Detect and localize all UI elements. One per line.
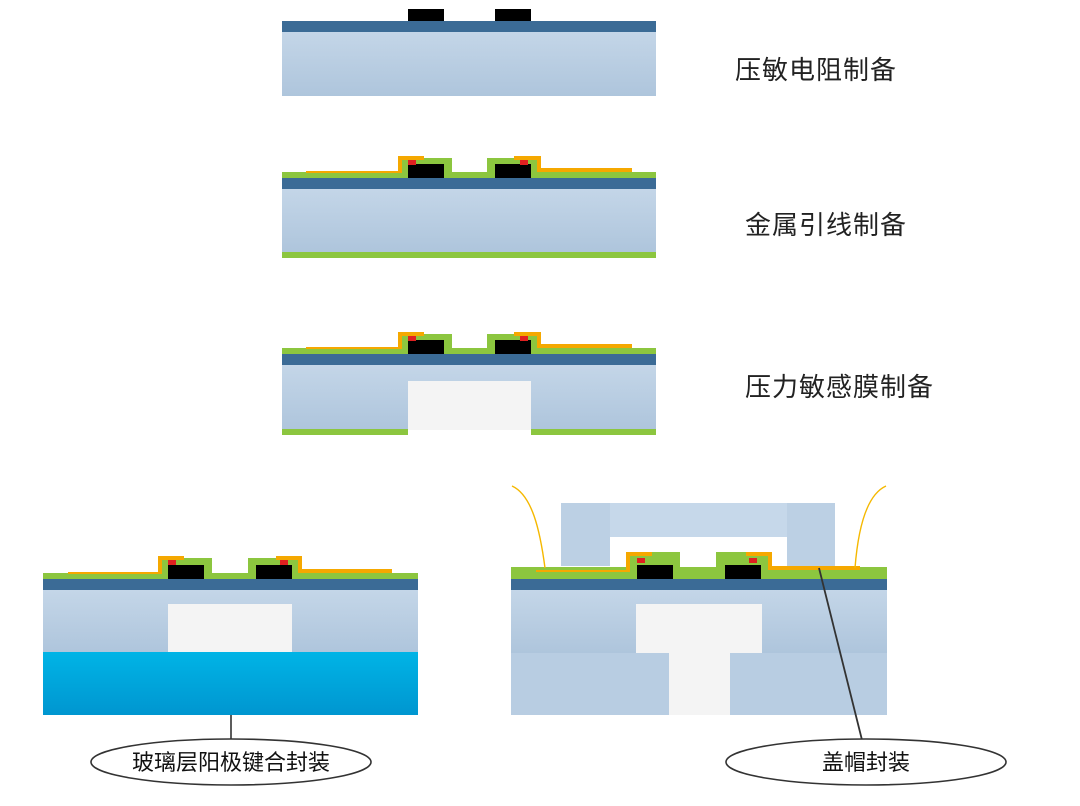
step3-resistor-left <box>408 340 444 354</box>
step3-contact-right <box>520 336 528 341</box>
step3-cavity <box>408 381 531 430</box>
step-label-piezoresistor: 压敏电阻制备 <box>735 56 898 86</box>
step3-bottom-passivation-left <box>282 429 408 435</box>
callout-glass-bonding-label: 玻璃层阳极键合封装 <box>132 751 330 776</box>
glass-bonding-passivation <box>43 558 418 579</box>
step2-resistor-left <box>408 164 444 178</box>
step3-metal-left <box>306 332 424 349</box>
callout-cap-packaging-ellipse <box>725 738 1007 786</box>
glass-bonding-resistor-right <box>256 565 292 579</box>
step2-bottom-passivation <box>282 252 656 258</box>
step2-contact-left <box>408 160 416 165</box>
cap-package-metal-left <box>536 552 652 572</box>
step1-oxide-layer <box>282 21 656 32</box>
cap-packaging-cross-section <box>511 485 887 715</box>
step-label-membrane: 压力敏感膜制备 <box>745 373 935 403</box>
glass-bonding-contact-left <box>168 560 176 565</box>
step3-metal-right <box>514 332 632 348</box>
cap-package-oxide-layer <box>511 579 887 590</box>
cap-package-resistor-right <box>725 565 761 579</box>
step1-resistor-right <box>495 9 531 21</box>
step1-resistor-left <box>408 9 444 21</box>
step2-substrate <box>282 188 656 252</box>
step3-oxide-layer <box>282 354 656 365</box>
step2-cross-section <box>282 156 656 258</box>
callout-cap-packaging-leader <box>818 567 863 741</box>
cap-package-contact-left <box>637 558 645 563</box>
step2-contact-right <box>520 160 528 165</box>
step1-cross-section <box>282 9 656 96</box>
glass-bonding-cavity <box>168 604 292 653</box>
glass-bonding-metal-left <box>68 556 184 574</box>
step3-bottom-passivation-right <box>531 429 656 435</box>
bond-wire-left <box>511 485 546 569</box>
step2-oxide-layer <box>282 178 656 189</box>
step3-cross-section <box>282 332 656 435</box>
cap-top-shade <box>610 503 787 537</box>
glass-bonding-contact-right <box>280 560 288 565</box>
step-label-metal-lead: 金属引线制备 <box>745 211 908 241</box>
step3-contact-left <box>408 336 416 341</box>
glass-bonding-glass-layer <box>43 652 418 715</box>
callout-cap-packaging-label: 盖帽封装 <box>822 751 910 776</box>
cap-package-vent <box>669 653 730 715</box>
glass-bonding-resistor-left <box>168 565 204 579</box>
callout-glass-bonding: 玻璃层阳极键合封装 <box>90 715 372 786</box>
bond-wire-right <box>854 485 887 569</box>
cap-package-resistor-left <box>637 565 673 579</box>
step3-resistor-right <box>495 340 531 354</box>
glass-bonding-cross-section <box>43 556 418 715</box>
glass-bonding-oxide-layer <box>43 579 418 590</box>
step1-substrate <box>282 31 656 96</box>
callout-glass-bonding-ellipse <box>90 738 372 786</box>
cap-package-cavity <box>636 604 762 653</box>
step2-resistor-right <box>495 164 531 178</box>
step2-metal-left <box>306 156 424 173</box>
callout-cap-packaging: 盖帽封装 <box>725 567 1007 786</box>
glass-bonding-metal-right <box>276 556 392 573</box>
cap-package-passivation <box>511 552 887 579</box>
cap-package-contact-right <box>749 558 757 563</box>
cap-package-metal-right <box>746 552 860 570</box>
step2-metal-right <box>514 156 632 172</box>
